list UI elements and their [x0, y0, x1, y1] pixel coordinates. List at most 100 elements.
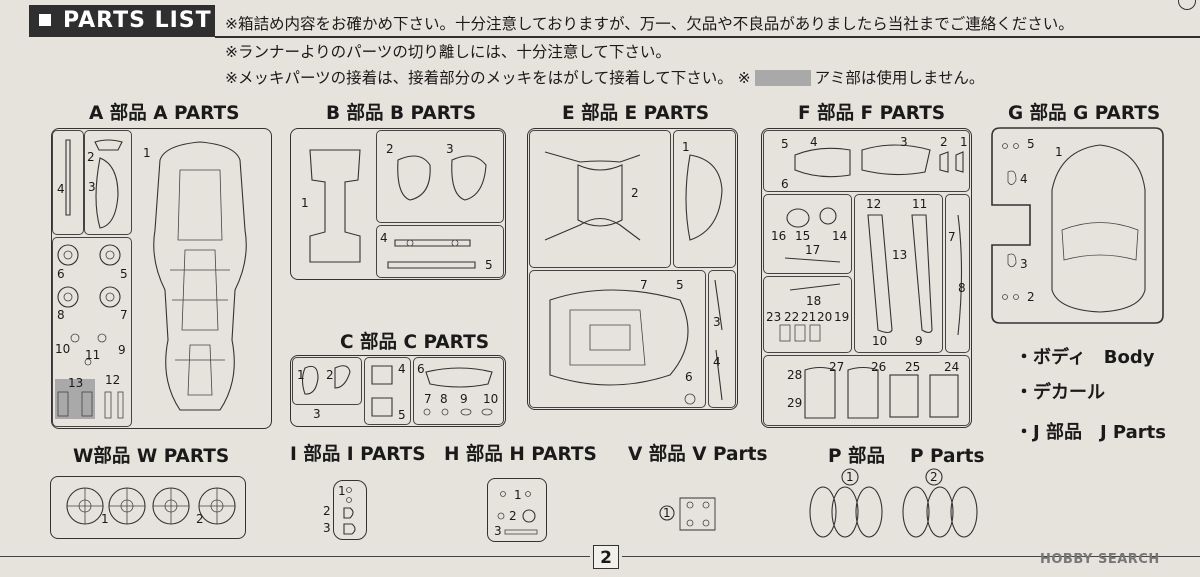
part-label: 2: [930, 470, 938, 484]
part-label: 1: [846, 470, 854, 484]
part-label: 1: [101, 512, 109, 526]
part-label: 2: [326, 368, 334, 382]
part-label: 26: [871, 360, 887, 374]
part-label: 12: [866, 197, 882, 211]
part-label: 6: [685, 370, 693, 384]
part-label: 13: [68, 376, 84, 390]
runner-i-frame: [333, 480, 367, 540]
runner-h-title: H 部品 H PARTS: [444, 444, 597, 465]
runner-w-title: W部品 W PARTS: [73, 446, 230, 467]
part-label: 8: [57, 308, 65, 322]
runner-w-frame: [50, 476, 246, 539]
runner-c-title: C 部品 C PARTS: [340, 332, 490, 353]
part-label: 5: [120, 267, 128, 281]
part-label: 2: [509, 509, 517, 523]
part-label: 1: [338, 484, 346, 498]
part-label: 1: [143, 146, 151, 160]
part-label: 1: [297, 368, 305, 382]
part-label: 1: [514, 488, 522, 502]
part-label: 22: [784, 310, 800, 324]
part-label: 8: [958, 281, 966, 295]
runner-f-cell: [945, 194, 970, 353]
part-label: 2: [87, 150, 95, 164]
part-label: 15: [795, 229, 811, 243]
part-label: 7: [640, 278, 648, 292]
runner-c-cell: [292, 357, 362, 405]
footer-rule-right: [622, 556, 1200, 558]
runner-c-frame: [290, 355, 506, 427]
part-label: 3: [1020, 257, 1028, 271]
part-label: 1: [682, 140, 690, 154]
part-label: 5: [398, 408, 406, 422]
runner-f-frame: [761, 128, 972, 428]
runner-p-title: P 部品 P Parts: [828, 446, 985, 467]
part-label: 9: [118, 343, 126, 357]
part-label: 5: [781, 137, 789, 151]
part-label: 2: [1027, 290, 1035, 304]
mesh-gray-swatch: [754, 70, 811, 86]
part-label: 11: [85, 348, 101, 362]
parts-list-header: PARTS LIST: [29, 5, 215, 37]
runner-f-cell: [763, 276, 852, 353]
runner-a-cell: [52, 130, 84, 235]
note-plating-text: ※メッキパーツの接着は、接着部分のメッキをはがして接着して下さい。 ※: [225, 69, 751, 87]
part-label: 10: [872, 334, 888, 348]
part-label: 12: [105, 373, 121, 387]
part-label: 6: [417, 362, 425, 376]
part-label: 1: [663, 506, 671, 520]
part-label: 5: [485, 258, 493, 272]
part-label: 21: [801, 310, 817, 324]
runner-e-cell: [529, 270, 706, 408]
runner-i-title: I 部品 I PARTS: [290, 444, 426, 465]
part-label: 9: [460, 392, 468, 406]
part-label: 9: [915, 334, 923, 348]
part-label: 6: [57, 267, 65, 281]
part-label: 10: [483, 392, 499, 406]
part-label: 3: [88, 180, 96, 194]
runner-e-frame: [527, 128, 738, 410]
note-cutting: ※ランナーよりのパーツの切り離しには、十分注意して下さい。: [225, 43, 671, 61]
part-label: 3: [313, 407, 321, 421]
part-label: 2: [631, 186, 639, 200]
runner-v-title: V 部品 V Parts: [628, 444, 768, 465]
part-label: 2: [323, 504, 331, 518]
part-label: 3: [900, 135, 908, 149]
runner-a-title: A 部品 A PARTS: [89, 103, 240, 124]
part-label: 10: [55, 342, 71, 356]
part-label: 3: [713, 315, 721, 329]
part-label: 5: [676, 278, 684, 292]
runner-f-cell: [763, 355, 970, 426]
part-label: 7: [120, 308, 128, 322]
watermark: HOBBY SEARCH: [1040, 552, 1160, 567]
note-plating: ※メッキパーツの接着は、接着部分のメッキをはがして接着して下さい。 ※ アミ部は使…: [225, 66, 984, 88]
legend-decal: ・デカール: [1015, 382, 1105, 403]
part-label: 2: [940, 135, 948, 149]
part-label: 6: [781, 177, 789, 191]
note-check-contents: ※箱詰め内容をお確かめ下さい。十分注意しておりますが、万一、欠品や不良品がありま…: [225, 15, 1074, 33]
part-label: 11: [912, 197, 928, 211]
part-label: 4: [810, 135, 818, 149]
runner-a-frame: [51, 128, 272, 429]
part-label: 1: [301, 196, 309, 210]
part-label: 1: [960, 135, 968, 149]
note-mesh-text: アミ部は使用しません。: [814, 69, 985, 87]
footer-rule-left: [0, 556, 590, 558]
part-label: 4: [1020, 172, 1028, 186]
runner-c-cell: [364, 357, 411, 425]
part-label: 4: [380, 231, 388, 245]
legend-body: ・ボディ Body: [1015, 347, 1155, 368]
runner-f-cell: [854, 194, 943, 353]
part-label: 2: [386, 142, 394, 156]
square-bullet-icon: [39, 14, 51, 26]
runner-c-cell: [413, 357, 504, 425]
part-label: 19: [834, 310, 850, 324]
part-label: 7: [424, 392, 432, 406]
runner-a-cell: [52, 237, 132, 427]
part-label: 16: [771, 229, 787, 243]
part-label: 2: [196, 512, 204, 526]
